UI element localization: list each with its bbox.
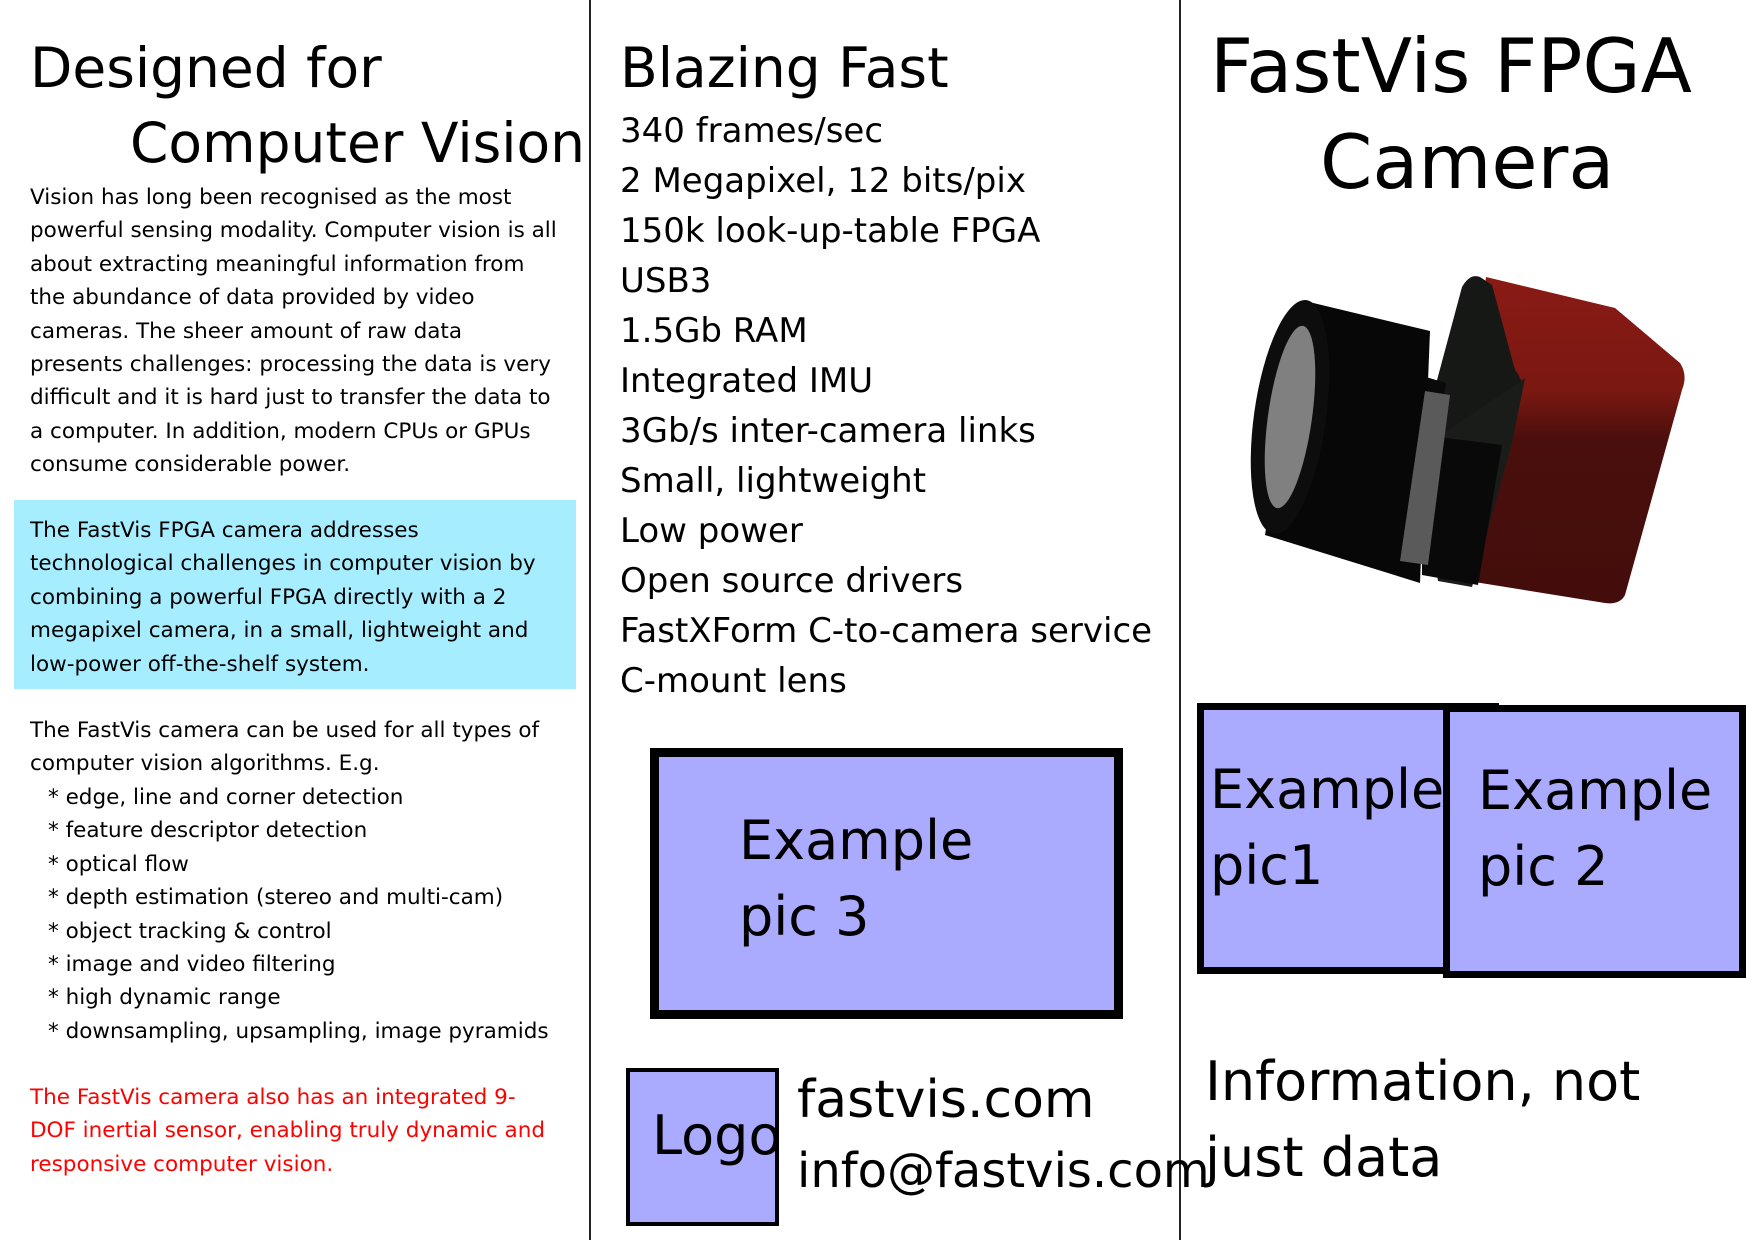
list-item: * high dynamic range bbox=[48, 985, 281, 1011]
camera-image bbox=[1250, 276, 1685, 604]
feature-item: FastXForm C-to-camera service bbox=[620, 611, 1153, 651]
logo-placeholder: Logo bbox=[626, 1068, 782, 1226]
pic3-label-line2: pic 3 bbox=[739, 885, 870, 948]
feature-item: Low power bbox=[620, 511, 803, 551]
example-pic-3-placeholder: Example pic 3 bbox=[650, 748, 1123, 1019]
feature-item: 340 frames/sec bbox=[620, 111, 884, 151]
highlight-box bbox=[14, 500, 576, 689]
list-item: * edge, line and corner detection bbox=[48, 785, 404, 810]
uses-list: * edge, line and corner detection * feat… bbox=[48, 781, 549, 1048]
feature-item: 150k look-up-table FPGA bbox=[620, 211, 1041, 251]
imu-note: The FastVis camera also has an integrate… bbox=[30, 1085, 546, 1177]
product-title-line2: Camera bbox=[1320, 118, 1615, 206]
feature-list: 340 frames/sec 2 Megapixel, 12 bits/pix … bbox=[620, 106, 1152, 706]
tagline-line2: just data bbox=[1205, 1126, 1443, 1189]
website-link[interactable]: fastvis.com bbox=[797, 1070, 1095, 1130]
pic3-label-line1: Example bbox=[739, 809, 974, 872]
list-item: * downsampling, upsampling, image pyrami… bbox=[48, 1018, 549, 1044]
left-title-line1: Designed for bbox=[30, 36, 382, 100]
feature-item: USB3 bbox=[620, 261, 712, 301]
feature-item: C-mount lens bbox=[620, 661, 847, 701]
list-item: * optical flow bbox=[48, 851, 189, 877]
middle-title: Blazing Fast bbox=[620, 36, 949, 100]
list-item: * depth estimation (stereo and multi-cam… bbox=[48, 885, 504, 911]
example-pic-2-placeholder: Example pic 2 bbox=[1443, 705, 1746, 978]
list-item: * feature descriptor detection bbox=[48, 818, 368, 844]
left-title-line2: Computer Vision bbox=[130, 111, 586, 175]
column-divider-2 bbox=[1179, 0, 1181, 1240]
product-title-line1: FastVis FPGA bbox=[1210, 22, 1692, 110]
pic2-label-line1: Example bbox=[1478, 759, 1713, 822]
pic1-label-line2: pic1 bbox=[1210, 834, 1324, 897]
feature-item: 1.5Gb RAM bbox=[620, 311, 808, 351]
list-item: * image and video filtering bbox=[48, 952, 336, 978]
feature-item: 3Gb/s inter-camera links bbox=[620, 411, 1036, 451]
uses-intro: The FastVis camera can be used for all t… bbox=[30, 718, 540, 777]
feature-item: Integrated IMU bbox=[620, 361, 874, 401]
column-divider-1 bbox=[589, 0, 591, 1240]
pic2-label-line2: pic 2 bbox=[1478, 835, 1609, 898]
feature-item: Open source drivers bbox=[620, 561, 964, 601]
logo-label: Logo bbox=[652, 1104, 782, 1167]
feature-item: 2 Megapixel, 12 bits/pix bbox=[620, 161, 1026, 201]
pic1-label-line1: Example bbox=[1210, 758, 1445, 821]
email-link[interactable]: info@fastvis.com bbox=[797, 1143, 1210, 1199]
intro-paragraph: Vision has long been recognised as the m… bbox=[30, 185, 557, 478]
tagline-line1: Information, not bbox=[1205, 1050, 1641, 1113]
feature-item: Small, lightweight bbox=[620, 461, 927, 501]
list-item: * object tracking & control bbox=[48, 918, 332, 944]
highlight-paragraph: The FastVis FPGA camera addresses techno… bbox=[30, 518, 536, 677]
